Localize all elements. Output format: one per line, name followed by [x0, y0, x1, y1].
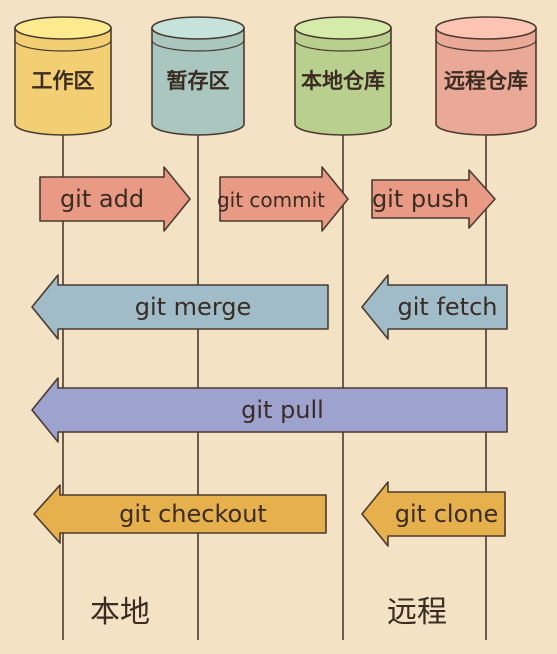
command-arrow-git-pull: git pull — [31, 377, 508, 443]
command-arrow-git-add: git add — [39, 166, 191, 232]
command-arrow-git-commit: git commit — [217, 166, 349, 232]
area-cylinder-3: 远程仓库 — [435, 16, 537, 136]
footer-remote-label: 远程 — [387, 595, 447, 630]
command-label: git checkout — [119, 500, 267, 528]
command-label: git push — [372, 185, 469, 213]
command-label: git fetch — [398, 293, 498, 321]
area-cylinder-1: 暂存区 — [151, 16, 245, 136]
footer-local-label: 本地 — [90, 595, 150, 630]
command-arrow-git-fetch: git fetch — [361, 274, 508, 340]
command-label: git commit — [217, 188, 325, 212]
command-label: git pull — [241, 396, 324, 424]
command-label: git add — [60, 185, 144, 213]
command-arrow-git-clone: git clone — [361, 481, 506, 547]
command-label: git clone — [395, 500, 498, 528]
area-label-3: 远程仓库 — [444, 69, 528, 93]
area-label-2: 本地仓库 — [301, 69, 385, 93]
area-cylinder-2: 本地仓库 — [294, 16, 392, 136]
command-arrow-git-push: git push — [371, 169, 496, 229]
area-label-1: 暂存区 — [167, 69, 230, 93]
area-label-0: 工作区 — [32, 69, 95, 93]
command-arrow-git-checkout: git checkout — [33, 484, 327, 544]
area-cylinder-0: 工作区 — [14, 16, 112, 136]
command-arrow-git-merge: git merge — [31, 274, 329, 340]
command-label: git merge — [135, 293, 252, 321]
